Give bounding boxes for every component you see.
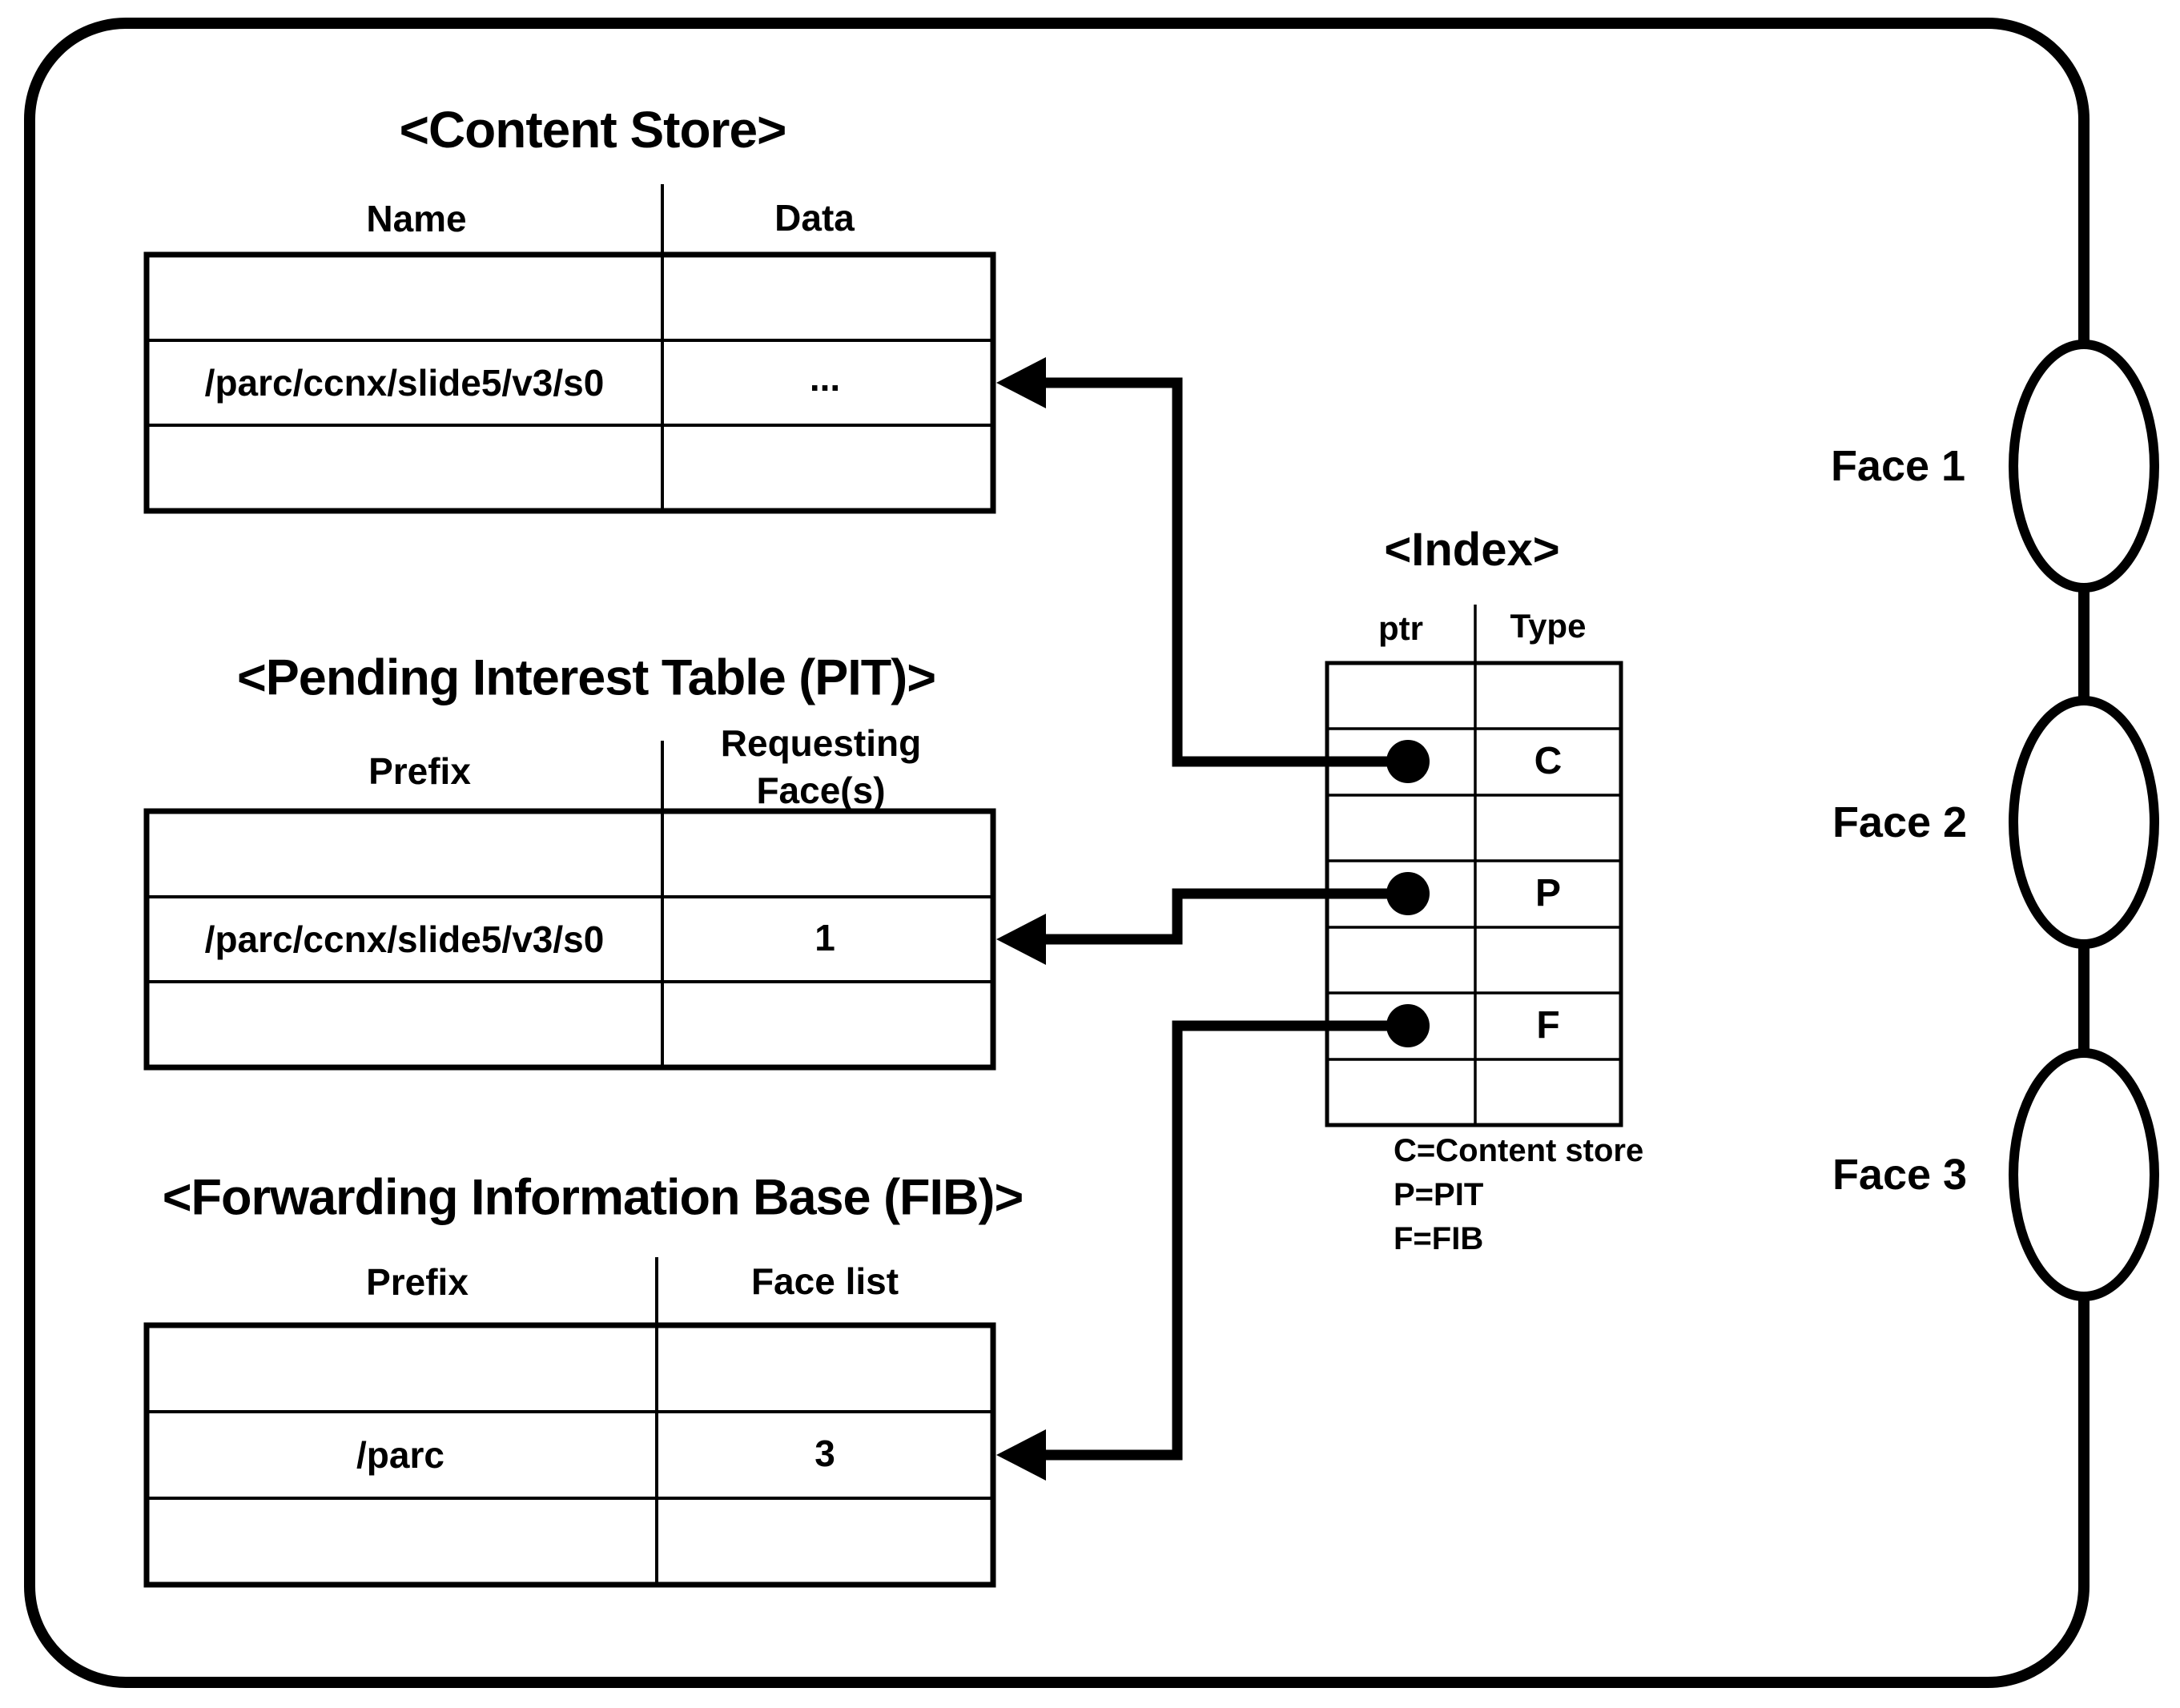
index-grid xyxy=(1325,605,1623,1127)
fib-title: <Forwarding Information Base (FIB)> xyxy=(162,1169,1024,1226)
pit-header-prefix: Prefix xyxy=(368,750,471,792)
index-header-type: Type xyxy=(1510,607,1587,645)
index-legend-c: C=Content store xyxy=(1394,1133,1644,1168)
arrowhead-left-icon xyxy=(996,1429,1046,1481)
arrow-index-to-fib xyxy=(996,1020,1361,1481)
index-title: <Index> xyxy=(1384,524,1560,576)
arrow-index-to-content-store xyxy=(996,357,1361,767)
fib-outline xyxy=(143,1322,996,1588)
arrowhead-left-icon xyxy=(996,357,1046,408)
arrow-line xyxy=(1043,888,1361,945)
content-store-title: <Content Store> xyxy=(399,101,787,159)
fib-grid xyxy=(143,1257,996,1588)
face-2-label: Face 2 xyxy=(1832,798,1968,846)
arrow-line xyxy=(1043,377,1361,767)
pit-cell-faces: 1 xyxy=(814,917,835,958)
face-1-label: Face 1 xyxy=(1830,442,1966,490)
index-type-p: P xyxy=(1534,872,1562,914)
face-3-label: Face 3 xyxy=(1832,1151,1968,1199)
fib-cell-prefix: /parc xyxy=(356,1434,444,1476)
face-3-port-ellipse xyxy=(2009,1048,2159,1301)
index-legend-f: F=FIB xyxy=(1394,1221,1484,1256)
content-store-cell-name: /parc/ccnx/slide5/v3/s0 xyxy=(204,362,605,404)
pit-cell-prefix: /parc/ccnx/slide5/v3/s0 xyxy=(204,918,605,960)
content-store-header-data: Data xyxy=(774,197,855,239)
arrow-line xyxy=(1043,1020,1361,1461)
index-type-f: F xyxy=(1536,1004,1560,1047)
pit-outline xyxy=(143,808,996,1071)
content-store-header-name: Name xyxy=(366,198,467,239)
content-store-cell-data: ... xyxy=(809,357,841,399)
fib-cell-facelist: 3 xyxy=(814,1433,835,1474)
arrow-index-to-pit xyxy=(996,888,1361,965)
node-boundary xyxy=(24,18,2090,1688)
index-legend-p: P=PIT xyxy=(1394,1177,1484,1212)
pit-grid xyxy=(143,741,996,1071)
index-header-ptr: ptr xyxy=(1378,609,1423,647)
face-2-port-ellipse xyxy=(2009,696,2159,949)
pit-header-requesting-line1: Requesting xyxy=(720,722,922,764)
fib-header-facelist: Face list xyxy=(750,1260,899,1302)
face-1-port-ellipse xyxy=(2009,340,2159,593)
index-type-c: C xyxy=(1534,740,1563,782)
pit-title: <Pending Interest Table (PIT)> xyxy=(237,649,936,706)
pit-header-requesting-line2: Face(s) xyxy=(756,770,886,811)
content-store-grid xyxy=(143,184,996,514)
fib-header-prefix: Prefix xyxy=(366,1261,469,1303)
arrowhead-left-icon xyxy=(996,914,1046,965)
content-store-outline xyxy=(143,251,996,514)
